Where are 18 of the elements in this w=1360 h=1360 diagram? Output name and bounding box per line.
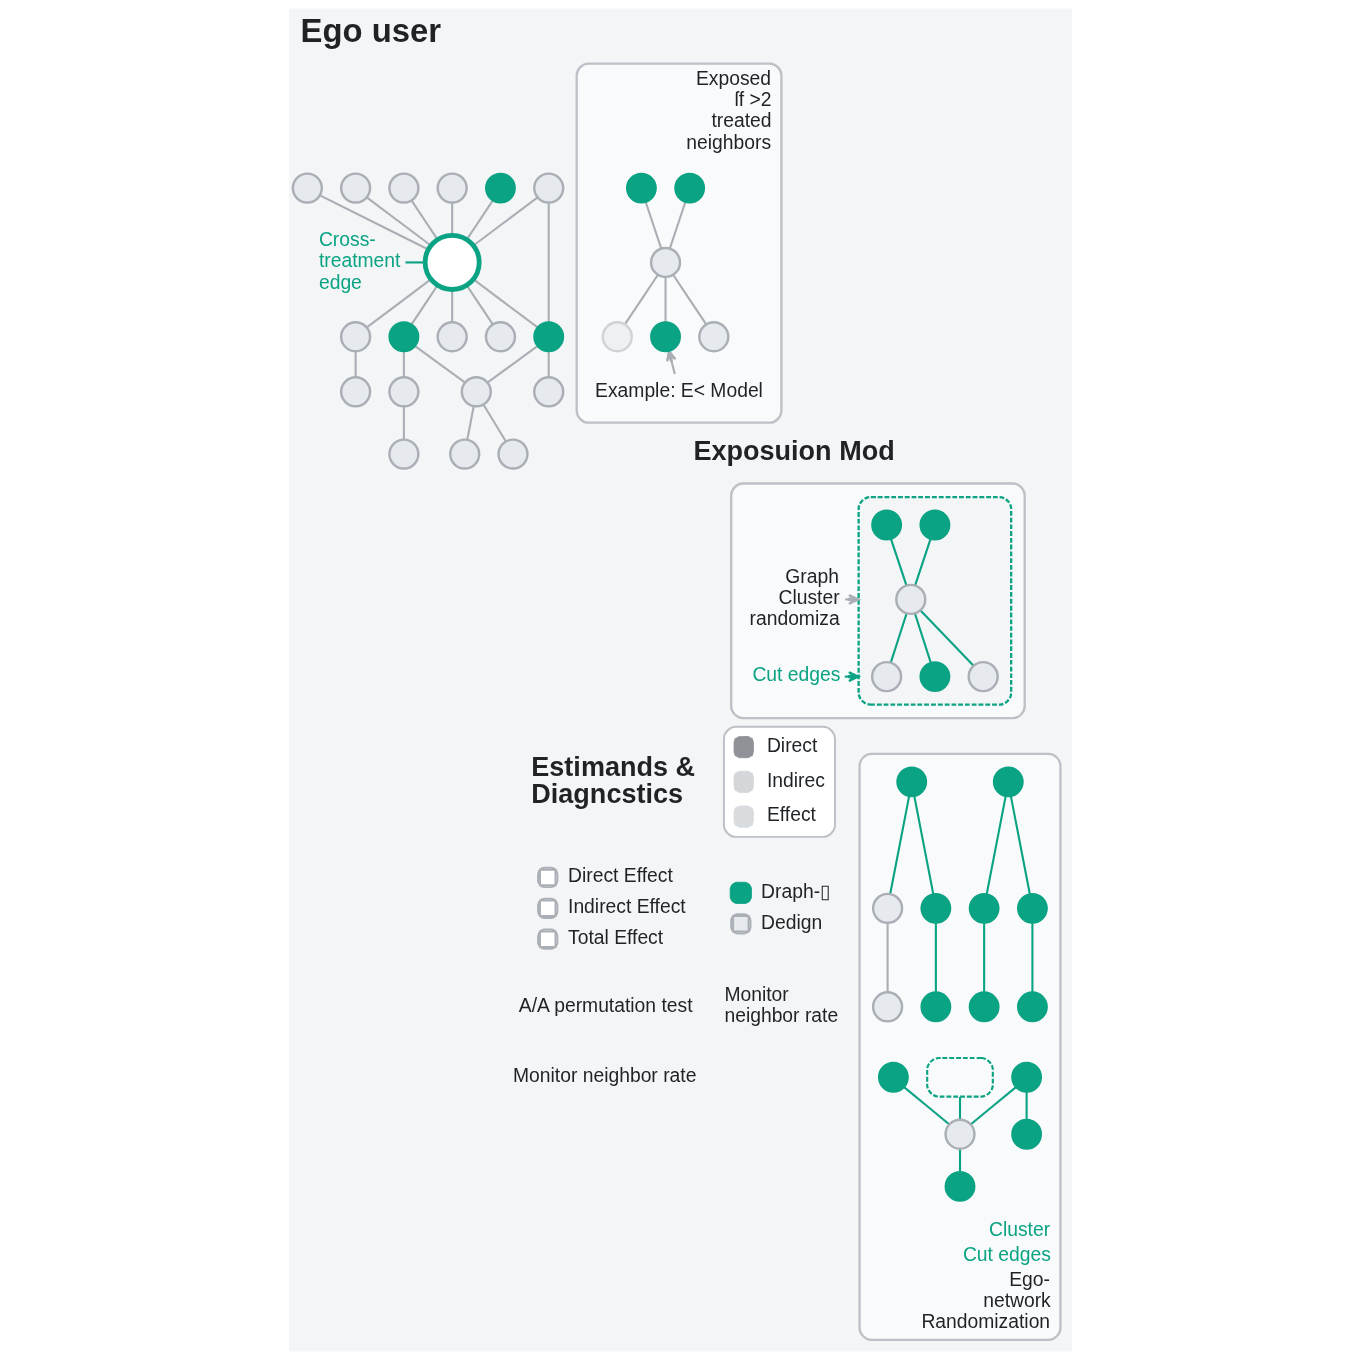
label: Exposuion Mod: [693, 436, 895, 467]
legend-label: Indirec: [766, 769, 825, 791]
label: A/A permutation test: [518, 994, 693, 1016]
node-text: Graph Cluster randomiza: [749, 565, 840, 630]
legend-label: Effect: [766, 804, 816, 826]
label: Estimands & Diagncstics: [530, 751, 695, 809]
node-text: Cross- treatment edge: [318, 229, 400, 293]
legend-label: Indirect Effect: [567, 896, 686, 918]
legend-label: Dedign: [760, 911, 822, 933]
label: Monitor neighbor rate: [723, 984, 838, 1027]
node-text: Example: E< Model: [594, 379, 763, 401]
legend-label: Direct Effect: [567, 865, 673, 887]
legend-label: Draph-▯: [760, 880, 830, 902]
diagram-title: Ego user: [300, 11, 441, 49]
legend-label: Total Effect: [567, 927, 663, 949]
legend-label: Direct: [766, 734, 817, 756]
label: Monitor neighbor rate: [512, 1065, 696, 1087]
node-text: Cut edges: [751, 664, 840, 686]
